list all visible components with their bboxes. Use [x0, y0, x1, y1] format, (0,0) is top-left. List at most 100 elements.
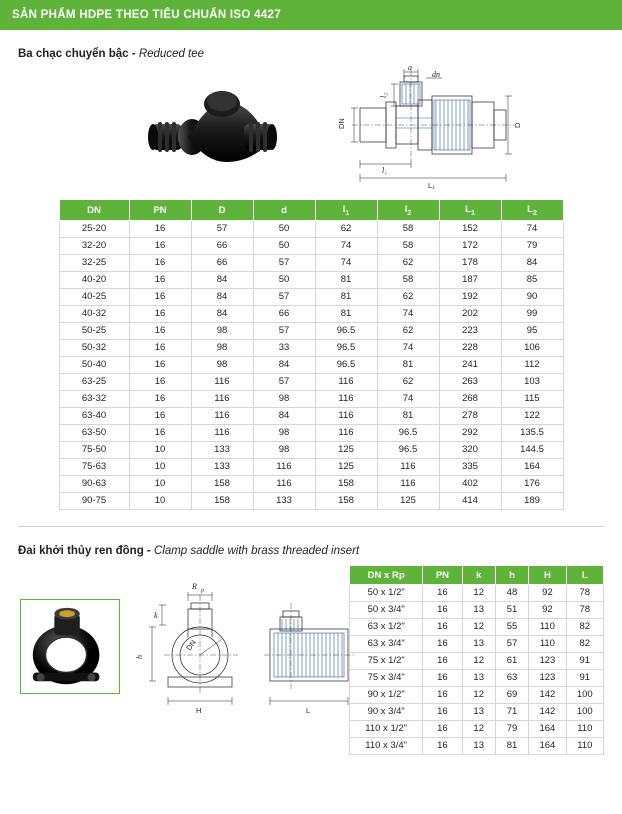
- table-cell: 116: [190, 407, 254, 425]
- page-header: SẢN PHẨM HDPE THEO TIÊU CHUẨN ISO 4427: [0, 0, 622, 30]
- table-cell: 74: [376, 390, 440, 408]
- table-cell: 135.5: [500, 424, 564, 442]
- table-cell: 74: [314, 254, 378, 272]
- table-cell: 16: [422, 669, 463, 687]
- table-cell: 16: [422, 686, 463, 704]
- table-cell: 335: [438, 458, 502, 476]
- table-cell: 96.5: [314, 322, 378, 340]
- table-cell: 98: [252, 390, 316, 408]
- page-title: SẢN PHẨM HDPE THEO TIÊU CHUẨN ISO 4427: [12, 9, 281, 21]
- col-L: L: [565, 564, 605, 585]
- col-l2: l2: [376, 199, 440, 221]
- table-cell: 100: [565, 703, 605, 721]
- table-cell: 63-50: [58, 424, 130, 442]
- table-cell: 50-25: [58, 322, 130, 340]
- dim-label-dn: dn: [432, 70, 440, 79]
- table-cell: 12: [461, 652, 496, 670]
- table-cell: 13: [461, 601, 496, 619]
- dim-label-Rp-sub: p: [200, 588, 204, 594]
- table-cell: 57: [252, 288, 316, 306]
- table-cell: 50: [252, 237, 316, 255]
- table-cell: 40-25: [58, 288, 130, 306]
- section1-drawing-area: d dn DN l₂ D l₁ L₁: [18, 66, 604, 191]
- table-cell: 16: [422, 618, 463, 636]
- table-cell: 158: [190, 492, 254, 510]
- table-cell: 81: [314, 305, 378, 323]
- table-cell: 158: [314, 492, 378, 510]
- table-header-row: DN PN D d l1 l2 L1 L2: [58, 199, 564, 221]
- table-cell: 92: [528, 584, 567, 602]
- table-cell: 116: [252, 475, 316, 493]
- col-L2: L2: [500, 199, 564, 221]
- table-cell: 85: [500, 271, 564, 289]
- table-cell: 402: [438, 475, 502, 493]
- table-cell: 122: [500, 407, 564, 425]
- table-cell: 81: [494, 737, 530, 755]
- table-cell: 58: [376, 220, 440, 238]
- section-divider: [18, 525, 604, 527]
- table-cell: 125: [376, 492, 440, 510]
- table-cell: 202: [438, 305, 502, 323]
- table-cell: 91: [565, 652, 605, 670]
- table-cell: 16: [128, 237, 192, 255]
- table-cell: 13: [461, 669, 496, 687]
- table-cell: 82: [565, 635, 605, 653]
- table-cell: 123: [528, 652, 567, 670]
- table-cell: 95: [500, 322, 564, 340]
- table-cell: 116: [190, 390, 254, 408]
- table-cell: 16: [422, 584, 463, 602]
- col-dn-rp: DN x Rp: [348, 564, 424, 585]
- table-cell: 164: [500, 458, 564, 476]
- table-cell: 57: [252, 322, 316, 340]
- table-header-row: DN x Rp PN k h H L: [348, 564, 605, 585]
- table-cell: 40-20: [58, 271, 130, 289]
- table-cell: 110: [528, 618, 567, 636]
- table-cell: 92: [528, 601, 567, 619]
- table-cell: 66: [190, 237, 254, 255]
- table-cell: 16: [422, 737, 463, 755]
- table-cell: 16: [422, 703, 463, 721]
- section1-title: Ba chạc chuyển bậc - Reduced tee: [18, 48, 604, 60]
- table-cell: 110 x 3/4": [348, 737, 424, 755]
- dim-label-Rp: R: [191, 582, 197, 591]
- table-cell: 263: [438, 373, 502, 391]
- table-cell: 116: [314, 373, 378, 391]
- table-cell: 13: [461, 635, 496, 653]
- table-cell: 12: [461, 686, 496, 704]
- table-cell: 320: [438, 441, 502, 459]
- table-cell: 74: [500, 220, 564, 238]
- table-cell: 116: [314, 390, 378, 408]
- dim-label-k: k: [154, 611, 158, 620]
- table-cell: 79: [500, 237, 564, 255]
- section2-title-en: Clamp saddle with brass threaded insert: [153, 544, 360, 557]
- table-cell: 116: [376, 475, 440, 493]
- section2-content: k h R p DN H L DN x Rp PN k h H L: [18, 564, 605, 755]
- table-cell: 48: [494, 584, 530, 602]
- table-cell: 133: [190, 441, 254, 459]
- table-cell: 81: [376, 407, 440, 425]
- table-cell: 40-32: [58, 305, 130, 323]
- table-cell: 278: [438, 407, 502, 425]
- table-cell: 78: [565, 601, 605, 619]
- dim-label-L: L: [306, 706, 310, 715]
- table-cell: 133: [190, 458, 254, 476]
- table-cell: 189: [500, 492, 564, 510]
- table-cell: 16: [128, 407, 192, 425]
- table-cell: 91: [565, 669, 605, 687]
- table-cell: 241: [438, 356, 502, 374]
